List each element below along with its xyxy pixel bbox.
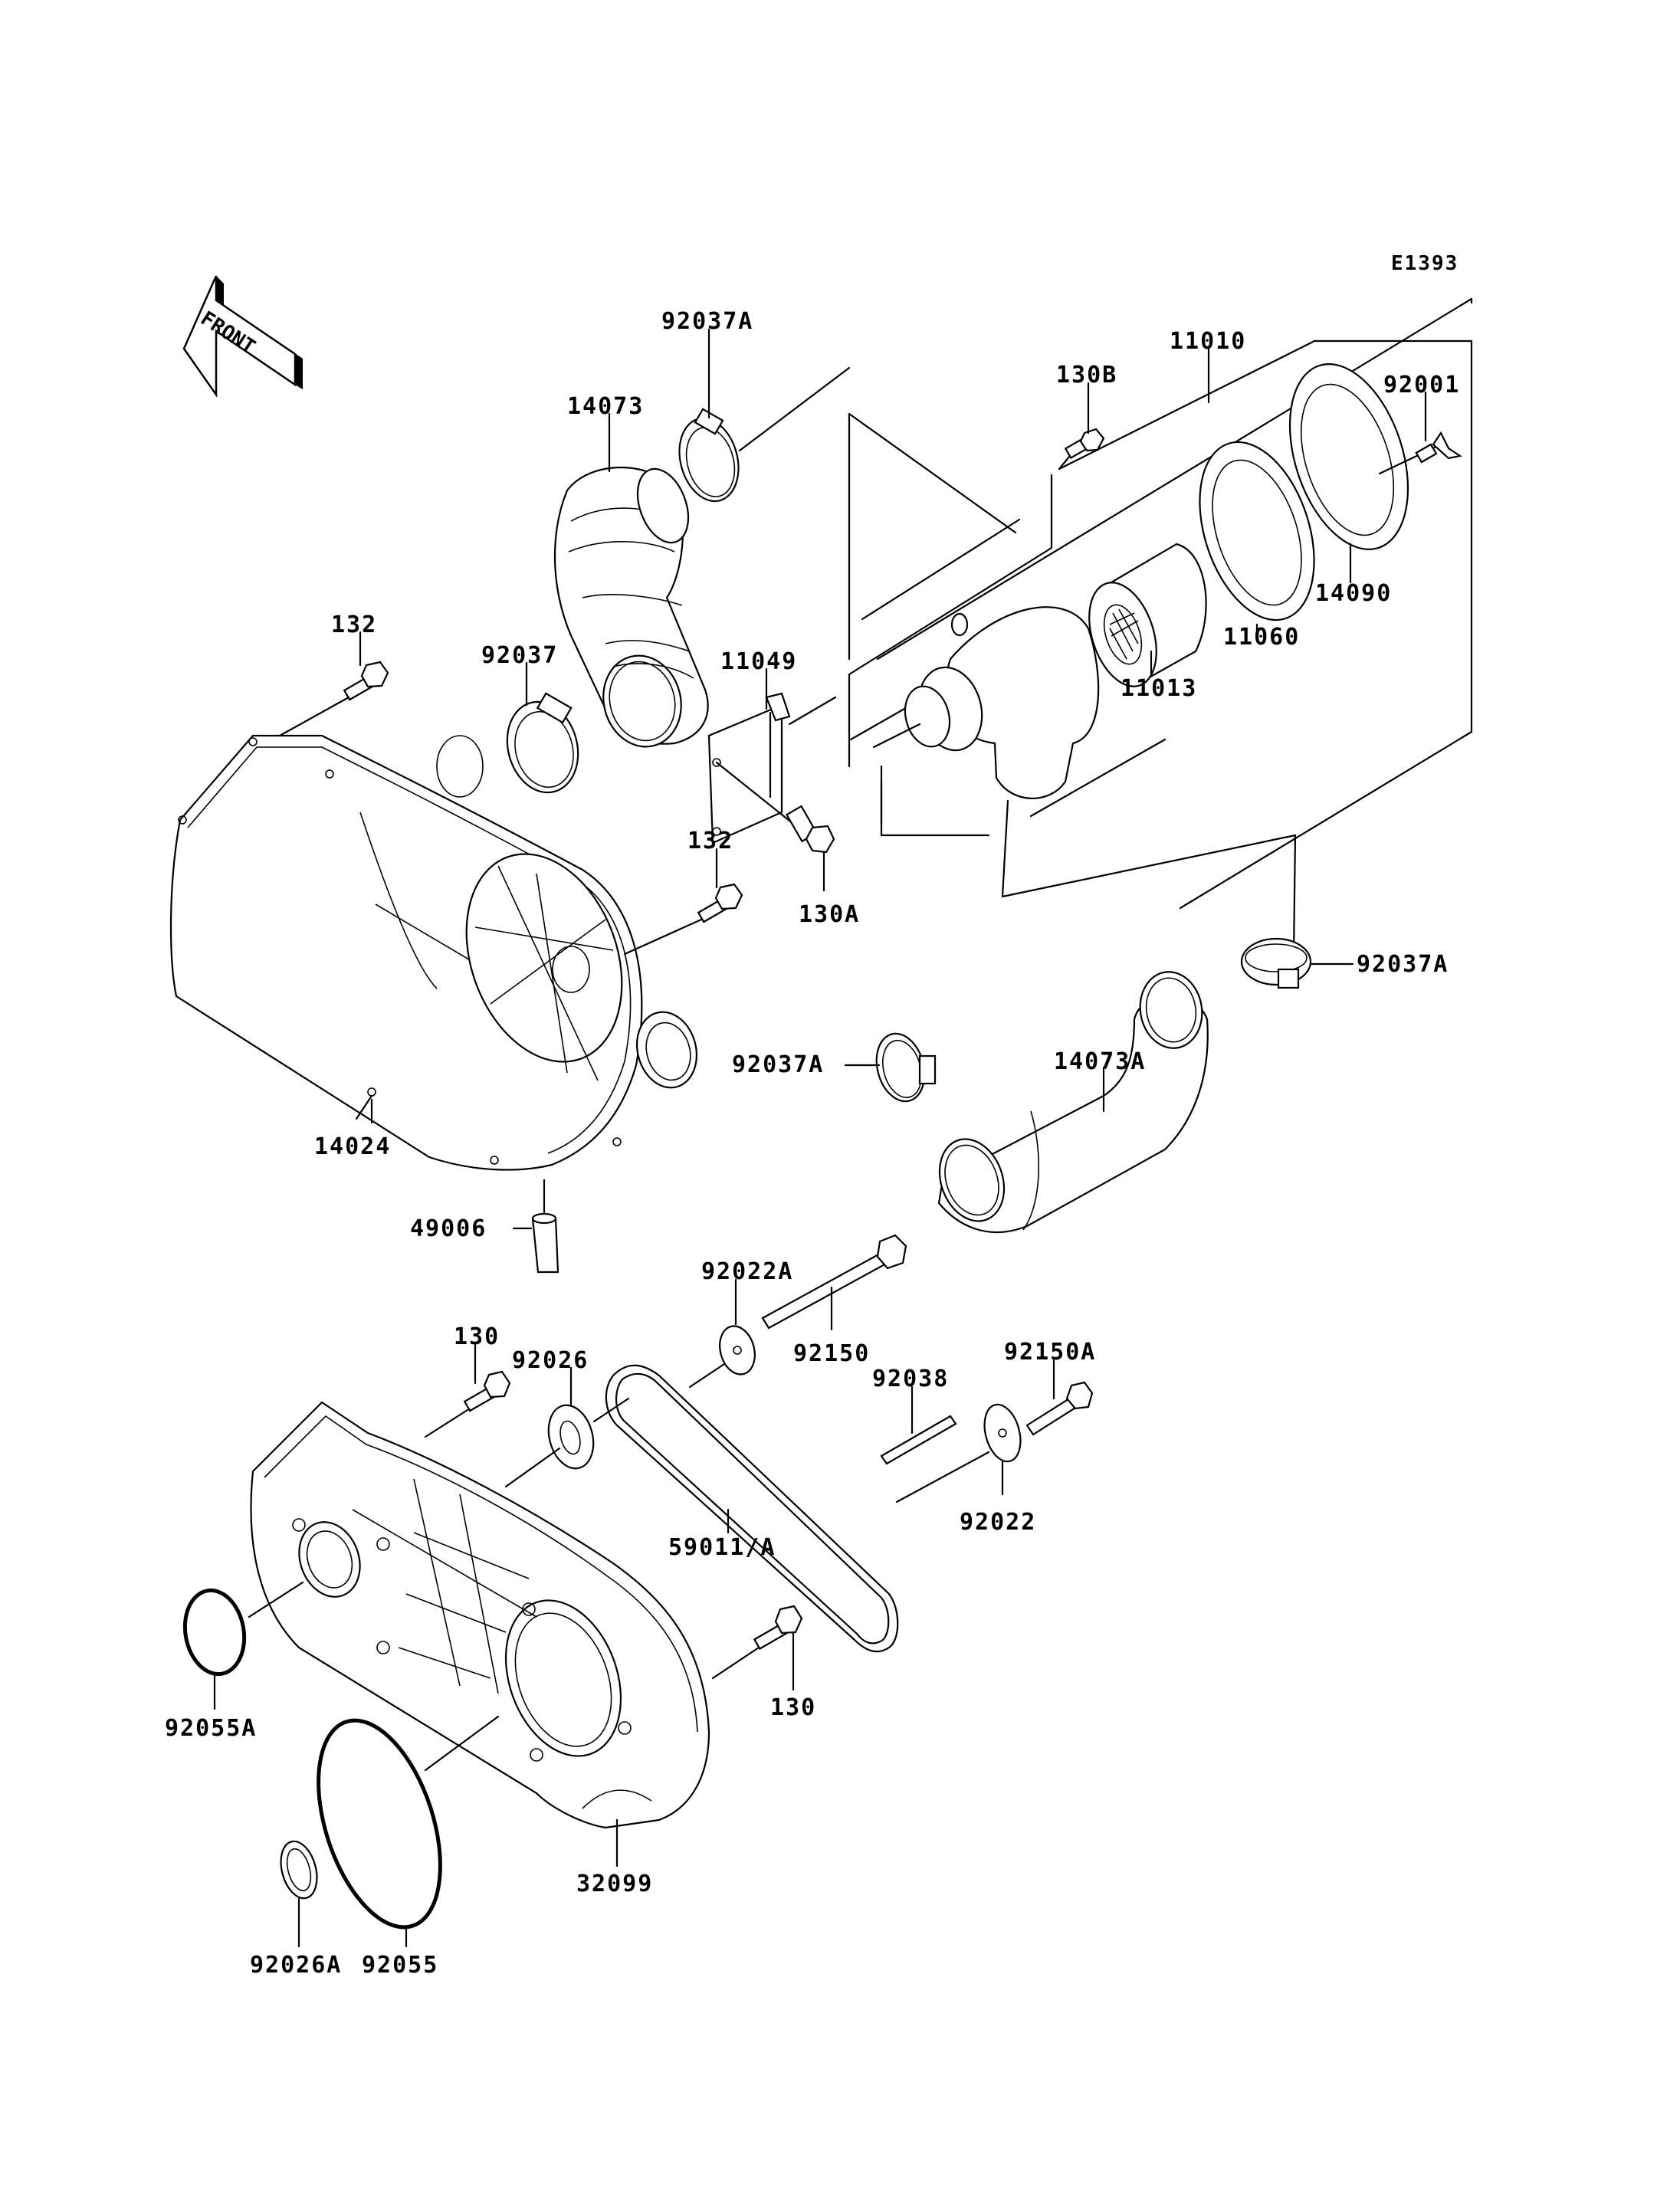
washer-92022	[895, 1403, 1022, 1503]
bolt-92150a-icon	[1025, 1381, 1094, 1436]
callout-92037A-left: 92037A	[732, 1051, 824, 1078]
diagram-code: E1393	[1391, 252, 1459, 275]
bolt-130-bottom-icon	[711, 1605, 803, 1680]
callout-130-top: 130	[454, 1323, 500, 1350]
washer-92022a	[688, 1325, 756, 1389]
callout-92022A: 92022A	[701, 1258, 793, 1285]
callout-92022: 92022	[960, 1509, 1036, 1536]
callout-92037A-top: 92037A	[661, 308, 753, 335]
hose-clamp-mid	[506, 692, 579, 794]
callout-14073A: 14073A	[1054, 1048, 1146, 1075]
callout-14024: 14024	[314, 1133, 391, 1160]
callout-14090: 14090	[1315, 580, 1392, 607]
callout-130A: 130A	[799, 901, 860, 928]
air-cleaner-cover	[1288, 363, 1409, 550]
washer-92026	[504, 1397, 630, 1488]
callout-92026A: 92026A	[250, 1952, 342, 1979]
inner-converter-cover	[250, 1401, 710, 1829]
oil-seal-92026a	[280, 1840, 318, 1900]
callout-14073: 14073	[567, 393, 644, 420]
drive-belt	[605, 1364, 899, 1653]
callout-32099: 32099	[576, 1871, 653, 1897]
air-cleaner-assembly-outline	[848, 297, 1473, 956]
bracket	[707, 692, 837, 844]
callout-49006: 49006	[410, 1215, 487, 1242]
key-92038	[880, 1415, 957, 1465]
drain-plug	[531, 1179, 559, 1274]
bolt-130a-icon	[715, 761, 835, 854]
hose-clamp-left	[875, 1032, 937, 1103]
callout-130-bottom: 130	[770, 1694, 816, 1721]
callout-11010: 11010	[1170, 328, 1246, 355]
outer-converter-cover	[169, 734, 698, 1171]
bolt-130b-icon	[1058, 428, 1105, 471]
bolt-132-top-icon	[278, 661, 389, 737]
callout-11013: 11013	[1121, 675, 1197, 702]
callout-59011A: 59011/A	[668, 1534, 776, 1561]
callout-11049: 11049	[720, 648, 797, 675]
intake-duct	[553, 466, 709, 748]
callout-92150: 92150	[793, 1340, 870, 1367]
air-cleaner-case	[872, 606, 1100, 799]
leader-lines	[213, 328, 1427, 1948]
callout-132-mid: 132	[687, 828, 733, 854]
callout-92038: 92038	[872, 1366, 949, 1392]
gasket-ring	[1199, 441, 1315, 621]
callout-132-top: 132	[331, 612, 377, 638]
bolt-130-top-icon	[424, 1370, 511, 1438]
hose-clamp-right	[1240, 937, 1312, 989]
callout-92055: 92055	[362, 1952, 438, 1979]
callout-92001: 92001	[1383, 372, 1460, 398]
lower-intake-duct	[937, 971, 1209, 1234]
bolt-132-mid-icon	[623, 883, 743, 956]
callout-11060: 11060	[1223, 624, 1300, 651]
o-ring-92055a	[182, 1581, 304, 1677]
callout-92037: 92037	[481, 642, 558, 669]
hose-clamp-top	[678, 366, 851, 503]
callout-92026: 92026	[512, 1347, 589, 1374]
callout-labels: 92037A 14073 130B 11010 92001 132 92037 …	[165, 308, 1460, 1979]
long-bolt-92150-icon	[761, 1234, 907, 1330]
o-ring-92055	[317, 1715, 500, 1930]
front-arrow-icon: FRONT	[182, 275, 303, 398]
callout-92037A-right: 92037A	[1357, 951, 1449, 978]
filter-element	[1088, 543, 1207, 687]
callout-92055A: 92055A	[165, 1715, 257, 1742]
callout-130B: 130B	[1056, 362, 1117, 389]
wing-bolt-icon	[1378, 431, 1462, 475]
callout-92150A: 92150A	[1004, 1339, 1096, 1366]
